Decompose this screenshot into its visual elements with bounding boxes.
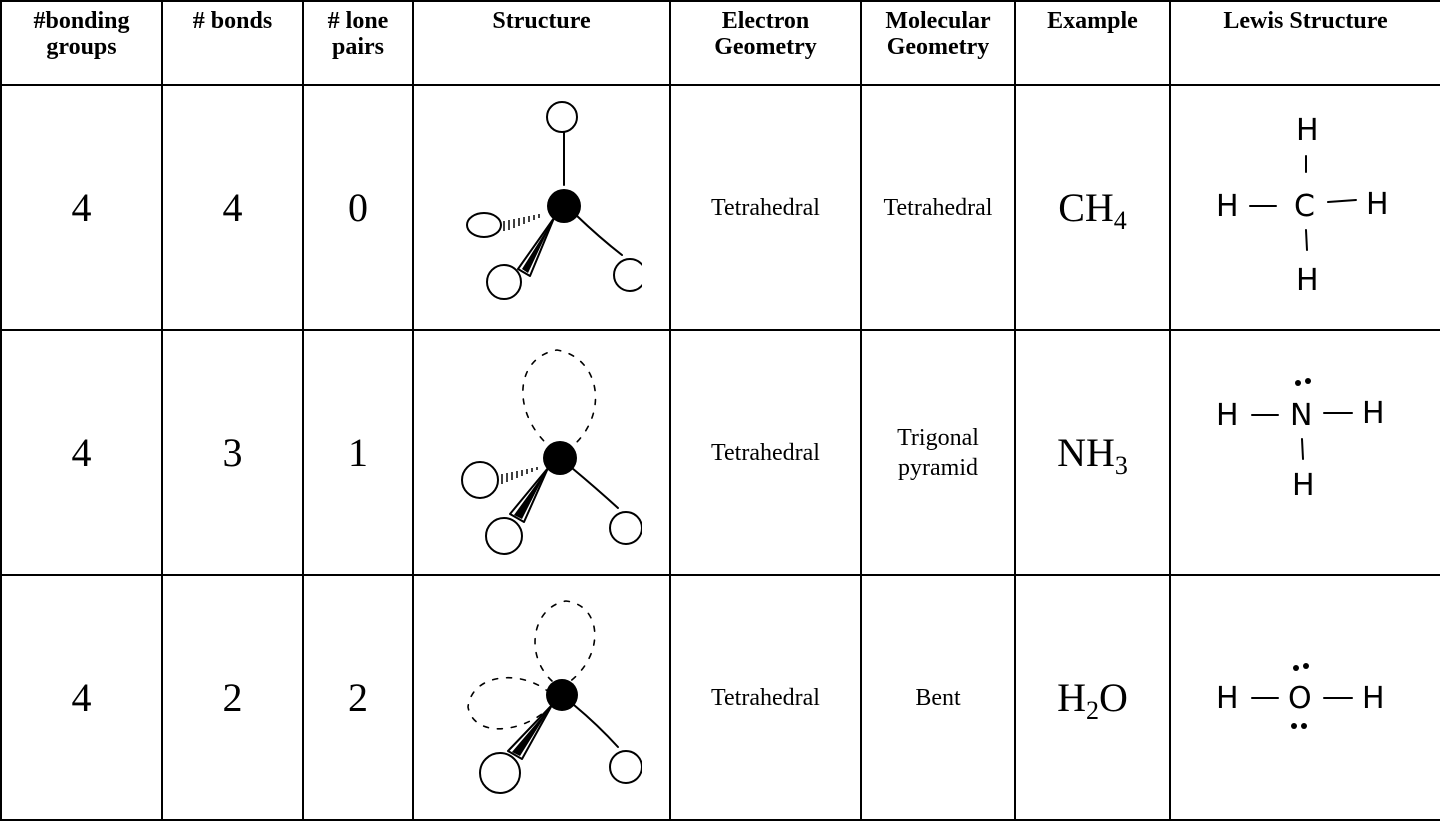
lone-pairs-cell: 1 bbox=[302, 329, 414, 576]
lewis-structure-drawing: H H C H H bbox=[1216, 113, 1389, 298]
header-bonds: # bonds bbox=[161, 0, 304, 86]
lewis-structure-cell: H N H H bbox=[1169, 329, 1440, 576]
formula-subscript: 3 bbox=[1114, 451, 1128, 480]
electron-geometry-cell: Tetrahedral bbox=[669, 574, 862, 821]
lewis-structure-cell: H H C H H bbox=[1169, 84, 1440, 331]
lewis-atom-bottom: H bbox=[1292, 468, 1315, 503]
example-formula: NH3 bbox=[1014, 329, 1171, 576]
table-row: 4 2 2 Tetrahedral Bent H2O H O bbox=[0, 574, 1440, 821]
electron-geometry-cell: Tetrahedral bbox=[669, 329, 862, 576]
bonds-cell: 3 bbox=[161, 329, 304, 576]
bent-model-icon bbox=[466, 599, 642, 794]
header-electron-geometry: Electron Geometry bbox=[669, 0, 862, 86]
header-example: Example bbox=[1014, 0, 1171, 86]
lewis-atom-top: H bbox=[1296, 113, 1319, 148]
structure-cell bbox=[412, 84, 671, 331]
tetrahedral-model-icon bbox=[465, 100, 642, 300]
structure-cell bbox=[412, 329, 671, 576]
formula-base: NH bbox=[1057, 430, 1115, 475]
header-row: #bonding groups # bonds # lone pairs Str… bbox=[0, 0, 1440, 86]
lewis-atom-right: H bbox=[1366, 187, 1389, 222]
lewis-structure-drawing: H O H bbox=[1216, 662, 1385, 729]
bonding-groups-cell: 4 bbox=[0, 329, 163, 576]
lewis-atom-left: H bbox=[1216, 681, 1239, 716]
trigonal-pyramid-model-icon bbox=[460, 348, 642, 555]
bonding-groups-cell: 4 bbox=[0, 84, 163, 331]
lewis-atom-left: H bbox=[1216, 398, 1239, 433]
bonds-cell: 2 bbox=[161, 574, 304, 821]
lewis-atom-left: H bbox=[1216, 189, 1239, 224]
lewis-structure-cell: H O H bbox=[1169, 574, 1440, 821]
molecular-geometry-cell: Bent bbox=[860, 574, 1016, 821]
header-molecular-geometry: Molecular Geometry bbox=[860, 0, 1016, 86]
lewis-central-atom: C bbox=[1294, 189, 1315, 224]
formula-subscript: 4 bbox=[1113, 206, 1127, 235]
example-formula: CH4 bbox=[1014, 84, 1171, 331]
lewis-structure-drawing: H N H H bbox=[1216, 377, 1385, 503]
molecular-geometry-cell: Tetrahedral bbox=[860, 84, 1016, 331]
table-row: 4 3 1 Tetrahedral Trigonal bbox=[0, 329, 1440, 576]
lone-pairs-cell: 2 bbox=[302, 574, 414, 821]
lewis-atom-right: H bbox=[1362, 396, 1385, 431]
structure-cell bbox=[412, 574, 671, 821]
lewis-central-atom: N bbox=[1290, 398, 1312, 433]
header-lewis-structure: Lewis Structure bbox=[1169, 0, 1440, 86]
formula-subscript: 2 bbox=[1086, 696, 1099, 725]
example-formula: H2O bbox=[1014, 574, 1171, 821]
electron-geometry-cell: Tetrahedral bbox=[669, 84, 862, 331]
formula-base: CH bbox=[1058, 185, 1114, 230]
lewis-atom-bottom: H bbox=[1296, 263, 1319, 298]
molecular-geometry-cell: Trigonal pyramid bbox=[860, 329, 1016, 576]
header-lone-pairs: # lone pairs bbox=[302, 0, 414, 86]
formula-tail: O bbox=[1099, 675, 1128, 720]
bonds-cell: 4 bbox=[161, 84, 304, 331]
lewis-central-atom: O bbox=[1288, 681, 1312, 716]
lewis-atom-right: H bbox=[1362, 681, 1385, 716]
header-bonding-groups: #bonding groups bbox=[0, 0, 163, 86]
table-row: 4 4 0 Tetrahedral bbox=[0, 84, 1440, 331]
bonding-groups-cell: 4 bbox=[0, 574, 163, 821]
formula-base: H bbox=[1057, 675, 1086, 720]
header-structure: Structure bbox=[412, 0, 671, 86]
lone-pairs-cell: 0 bbox=[302, 84, 414, 331]
